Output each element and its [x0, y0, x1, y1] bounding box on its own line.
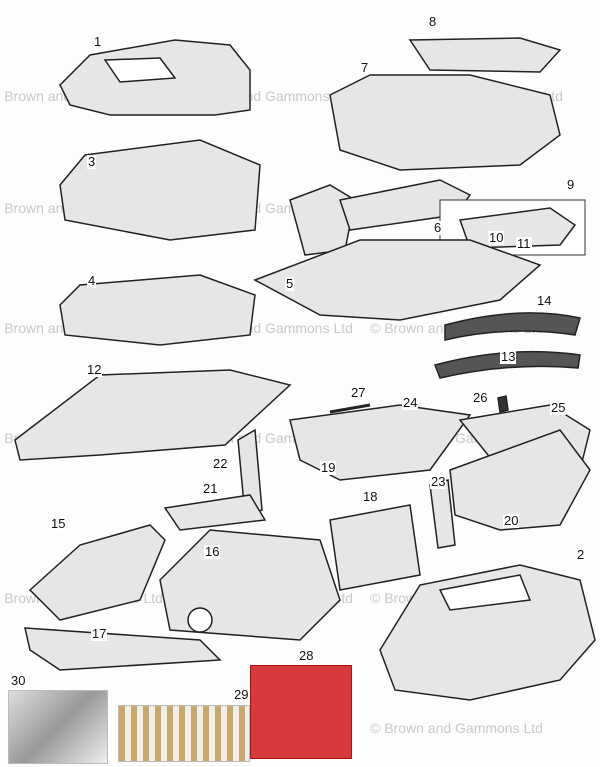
part-13-seal — [434, 350, 581, 379]
callout-12: 12 — [86, 362, 103, 377]
part-3-bodyshell-front — [59, 139, 261, 241]
callout-29: 29 — [233, 687, 250, 702]
part-20-rear-wing — [449, 429, 591, 531]
headlamp-opening — [187, 607, 213, 633]
part-28-photo-fixing-kit-bag — [250, 665, 352, 759]
part-19-24-inner-wing — [289, 404, 472, 481]
callout-21: 21 — [202, 481, 219, 496]
part-7-rear-floor — [329, 74, 561, 171]
part-26-bracket — [497, 395, 509, 413]
part-21-scuttle — [163, 494, 267, 531]
part-27-strip — [329, 403, 371, 414]
callout-7: 7 — [360, 60, 370, 75]
part-29-photo-fixings — [118, 705, 250, 762]
part-2-gt-window — [438, 574, 532, 611]
part-5-floor — [253, 239, 542, 321]
part-17-valance — [24, 627, 222, 671]
callout-25: 25 — [550, 400, 567, 415]
callout-13: 13 — [500, 349, 517, 364]
callout-10: 10 — [488, 230, 505, 245]
callout-16: 16 — [204, 544, 221, 559]
part-22-a-post — [237, 428, 263, 516]
part-12-bonnet — [14, 369, 292, 461]
callout-27: 27 — [350, 385, 367, 400]
callout-2: 2 — [576, 547, 586, 562]
part-2-gt — [379, 564, 596, 701]
callout-5: 5 — [285, 276, 295, 291]
callout-4: 4 — [87, 273, 97, 288]
callout-17: 17 — [91, 626, 108, 641]
callout-14: 14 — [536, 293, 553, 308]
part-4-bodyshell — [59, 274, 256, 346]
callout-20: 20 — [503, 513, 520, 528]
part-18-door — [329, 504, 421, 591]
callout-22: 22 — [212, 456, 229, 471]
callout-15: 15 — [50, 516, 67, 531]
callout-19: 19 — [320, 460, 337, 475]
part-6-sill-member — [289, 184, 356, 256]
part-1-windscreen — [103, 57, 177, 83]
part-23-b-post — [429, 479, 456, 549]
callout-11: 11 — [516, 236, 532, 251]
part-14-seal — [444, 312, 581, 341]
part-30-photo-fixings — [8, 690, 108, 764]
callout-23: 23 — [430, 474, 447, 489]
part-8-rear-panel — [408, 37, 562, 73]
callout-30: 30 — [10, 673, 27, 688]
callout-18: 18 — [362, 489, 379, 504]
callout-9: 9 — [566, 177, 576, 192]
callout-8: 8 — [428, 14, 438, 29]
part-16-front-wing-right — [159, 529, 341, 641]
callout-26: 26 — [472, 390, 489, 405]
callout-1: 1 — [93, 34, 103, 49]
part-15-front-wing-left — [28, 524, 166, 621]
callout-6: 6 — [433, 220, 443, 235]
callout-24: 24 — [402, 395, 419, 410]
callout-28: 28 — [298, 648, 315, 663]
callout-3: 3 — [87, 154, 97, 169]
